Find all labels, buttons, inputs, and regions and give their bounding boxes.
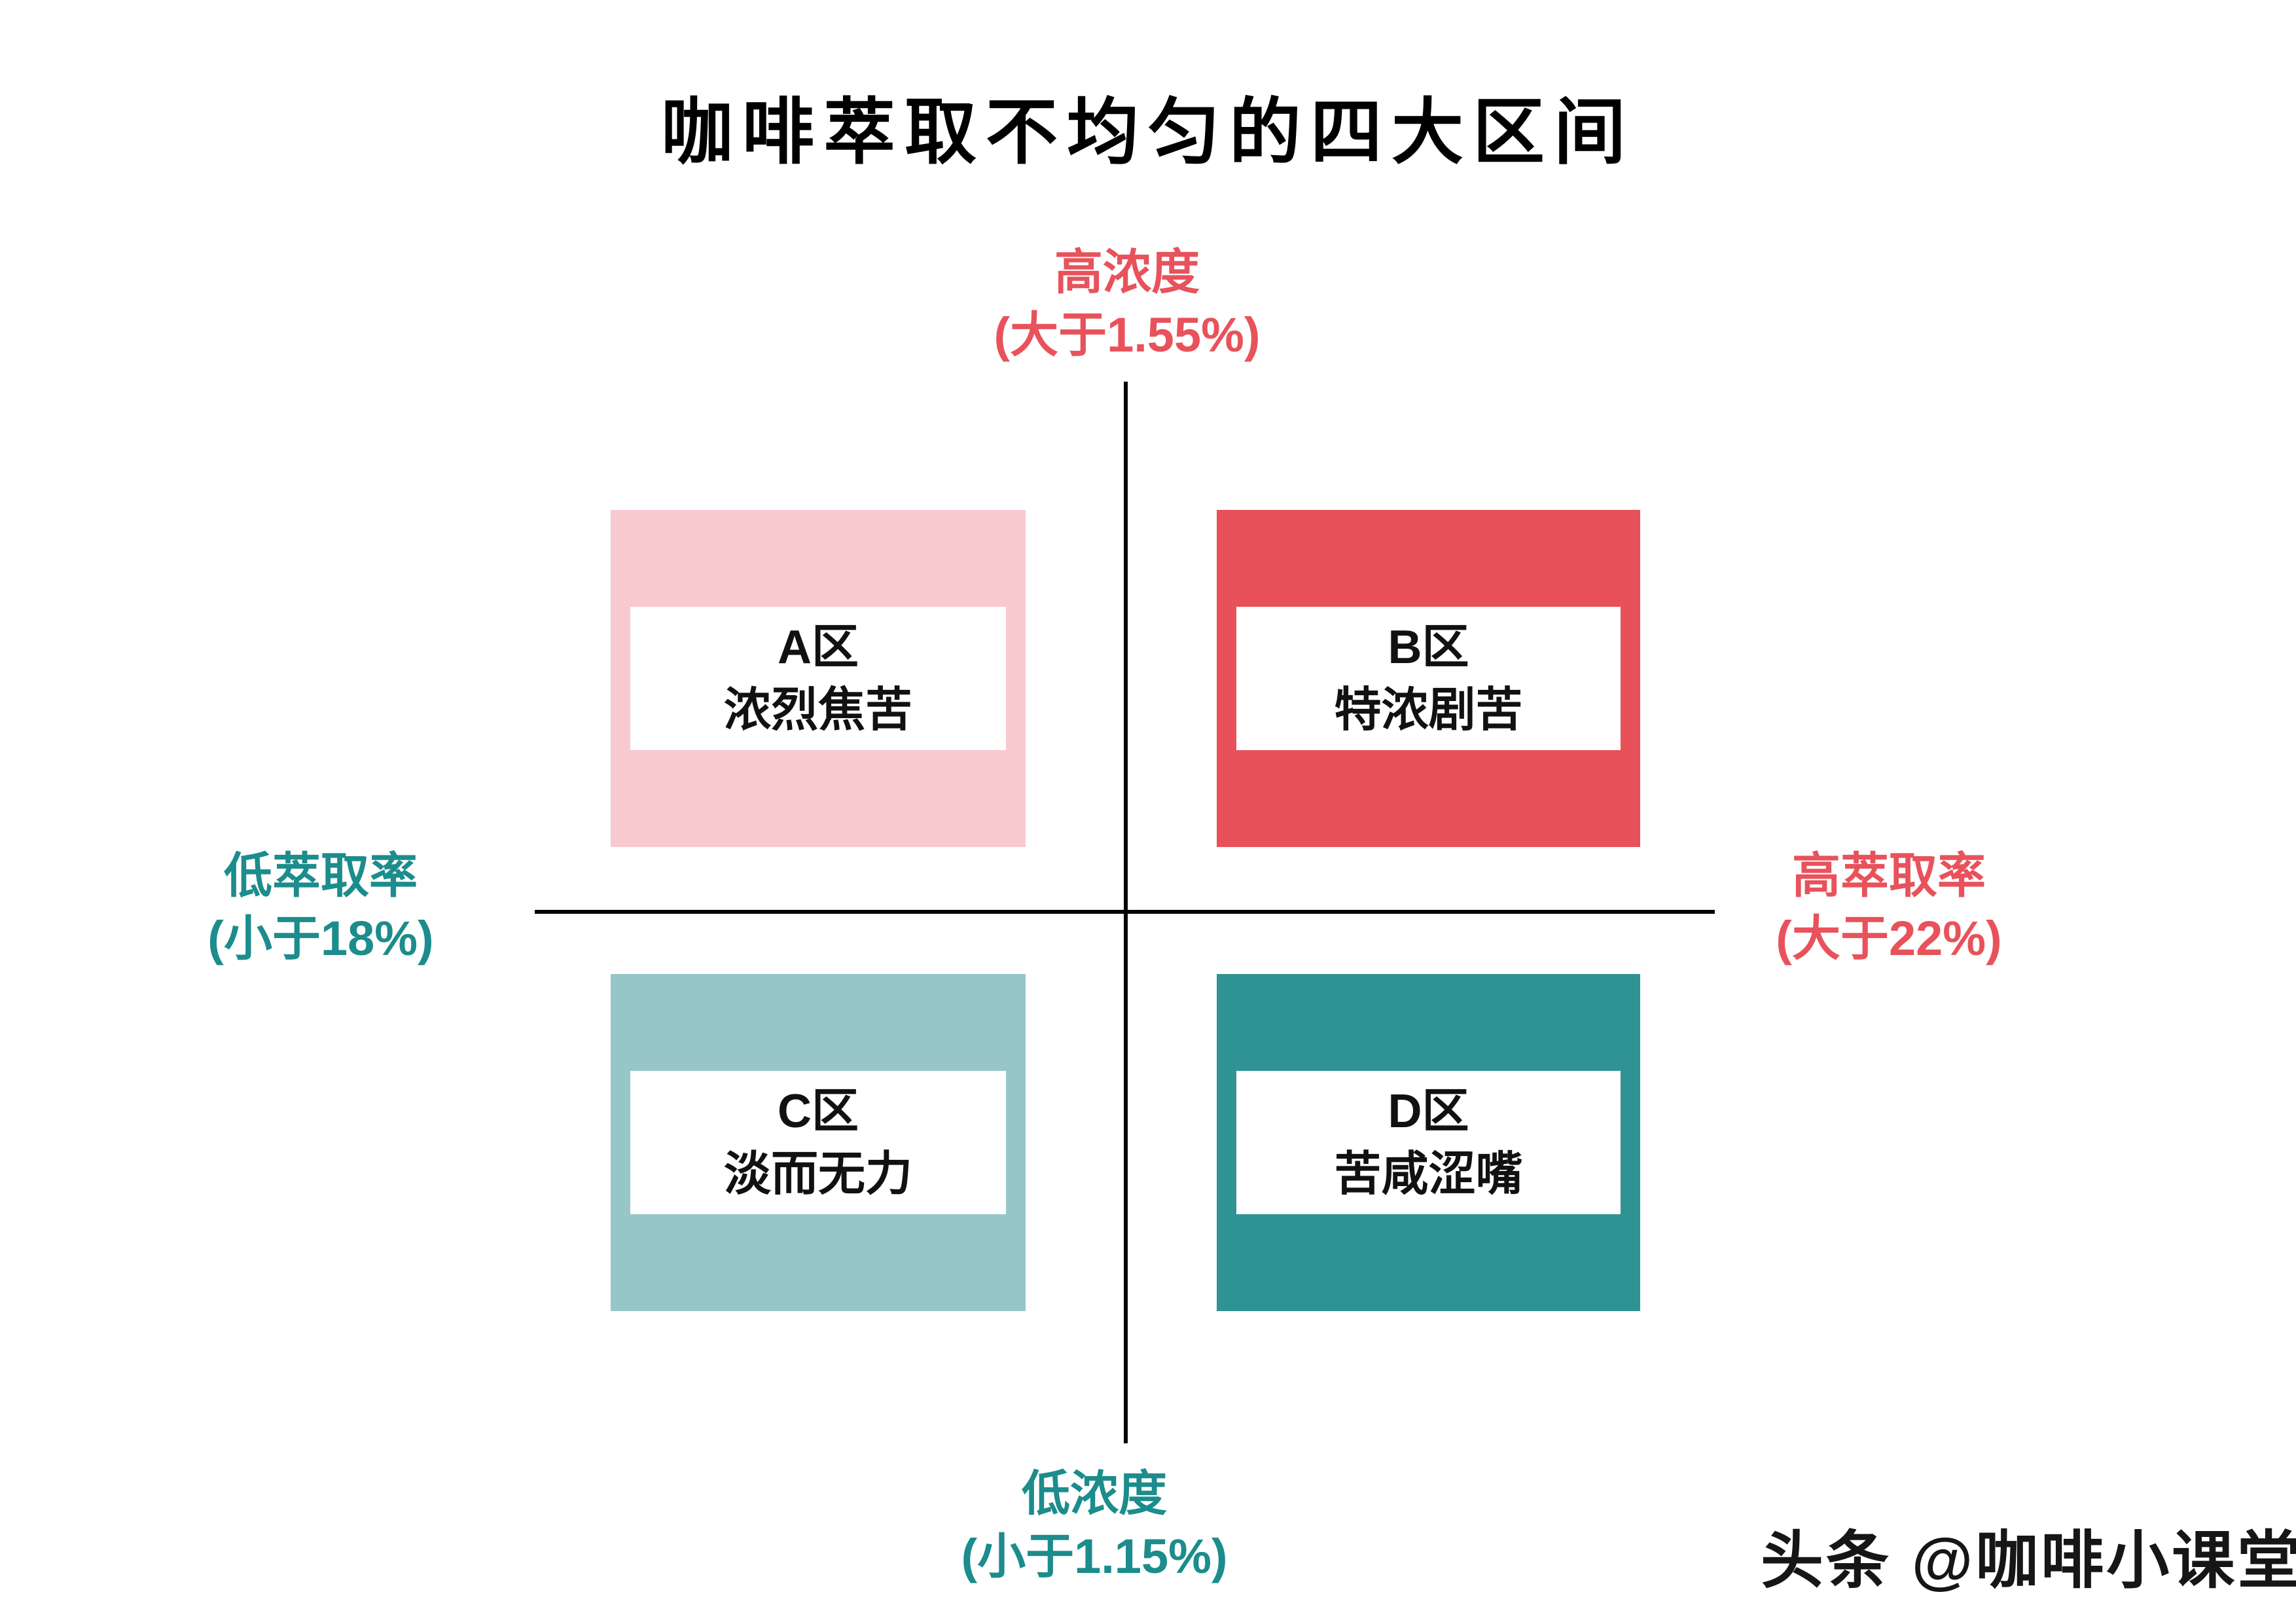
quadrant-a-name: A区: [778, 621, 859, 674]
quadrant-d-card: D区 苦咸涩嘴: [1236, 1071, 1621, 1214]
axis-label-high-concentration-text: 高浓度: [1054, 245, 1200, 299]
axis-label-low-extraction: 低萃取率 (小于18%): [26, 844, 615, 970]
axis-label-low-extraction-text: 低萃取率: [224, 848, 418, 903]
axis-label-low-concentration-range: (小于1.15%): [961, 1529, 1228, 1583]
quadrant-b-desc: 特浓剧苦: [1334, 683, 1523, 736]
quadrant-a-card: A区 浓烈焦苦: [630, 607, 1006, 750]
quadrant-c-card: C区 淡而无力: [630, 1071, 1006, 1214]
quadrant-d-box: D区 苦咸涩嘴: [1217, 974, 1640, 1311]
quadrant-b-box: B区 特浓剧苦: [1217, 510, 1640, 847]
axis-label-high-extraction-range: (大于22%): [1776, 911, 2002, 965]
quadrant-a-desc: 浓烈焦苦: [723, 683, 912, 736]
quadrant-c-name: C区: [778, 1085, 859, 1138]
axis-label-high-extraction-text: 高萃取率: [1792, 848, 1986, 903]
axis-label-high-concentration: 高浓度 (大于1.55%): [833, 241, 1422, 367]
axis-label-high-concentration-range: (大于1.55%): [994, 308, 1261, 362]
quadrant-d-name: D区: [1388, 1085, 1469, 1138]
quadrant-b-name: B区: [1388, 621, 1469, 674]
horizontal-axis-line: [535, 910, 1715, 914]
watermark: 头条 @咖啡小课堂: [1761, 1526, 2296, 1596]
quadrant-b-card: B区 特浓剧苦: [1236, 607, 1621, 750]
quadrant-c-desc: 淡而无力: [723, 1147, 912, 1200]
axis-label-high-extraction: 高萃取率 (大于22%): [1594, 844, 2183, 970]
quadrant-a-box: A区 浓烈焦苦: [611, 510, 1026, 847]
axis-label-low-concentration-text: 低浓度: [1022, 1466, 1167, 1521]
axis-label-low-extraction-range: (小于18%): [207, 911, 434, 965]
quadrant-c-box: C区 淡而无力: [611, 974, 1026, 1311]
axis-label-low-concentration: 低浓度 (小于1.15%): [800, 1462, 1389, 1588]
page-title: 咖啡萃取不均匀的四大区间: [661, 92, 1635, 173]
quadrant-d-desc: 苦咸涩嘴: [1334, 1147, 1523, 1200]
